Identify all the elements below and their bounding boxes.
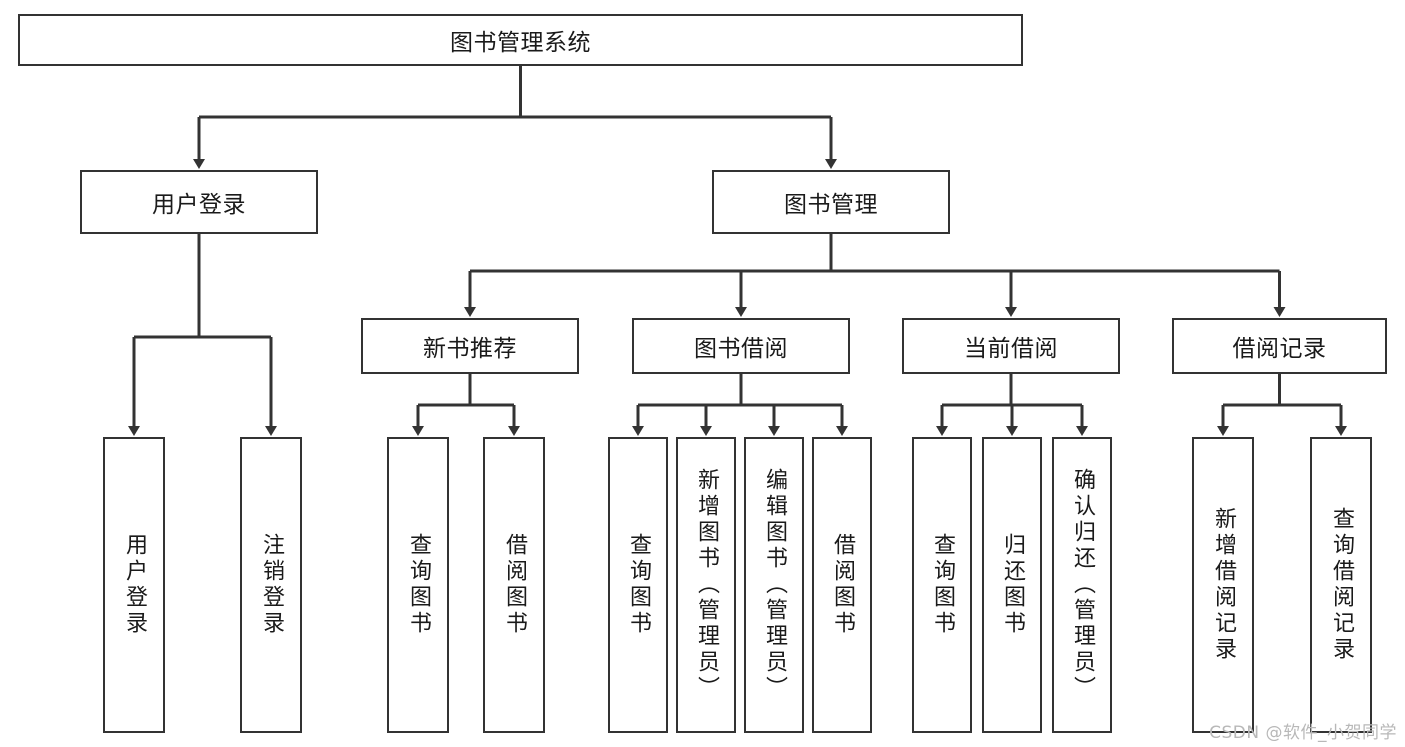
node-label: 查询图书 [626,533,651,637]
node-label: 归还图书 [1000,533,1025,637]
node-label: 新增借阅记录 [1211,507,1236,663]
node-label: 图书借阅 [694,336,788,362]
node-l12[interactable]: 新增借阅记录 [1192,437,1254,733]
node-label: 编辑图书（管理员） [762,468,787,702]
node-l7[interactable]: 编辑图书（管理员） [744,437,804,733]
node-label: 图书管理系统 [450,30,591,56]
node-label: 借阅图书 [502,533,527,637]
watermark: CSDN @软件_小贺同学 [1209,723,1397,743]
node-label: 确认归还（管理员） [1070,468,1095,702]
node-current[interactable]: 当前借阅 [902,318,1120,374]
node-l3[interactable]: 查询图书 [387,437,449,733]
node-l1[interactable]: 用户登录 [103,437,165,733]
node-login[interactable]: 用户登录 [80,170,318,234]
node-label: 用户登录 [152,192,246,218]
node-records[interactable]: 借阅记录 [1172,318,1387,374]
node-label: 借阅图书 [830,533,855,637]
node-label: 新增图书（管理员） [694,468,719,702]
node-l5[interactable]: 查询图书 [608,437,668,733]
node-l11[interactable]: 确认归还（管理员） [1052,437,1112,733]
node-l13[interactable]: 查询借阅记录 [1310,437,1372,733]
node-bookmgmt[interactable]: 图书管理 [712,170,950,234]
node-l9[interactable]: 查询图书 [912,437,972,733]
node-label: 借阅记录 [1232,336,1327,362]
node-l8[interactable]: 借阅图书 [812,437,872,733]
node-label: 用户登录 [122,533,147,637]
node-label: 查询图书 [406,533,431,637]
node-label: 当前借阅 [964,336,1058,362]
node-label: 新书推荐 [423,336,517,362]
node-label: 查询借阅记录 [1329,507,1354,663]
node-label: 查询图书 [930,533,955,637]
node-label: 注销登录 [259,533,284,637]
node-l10[interactable]: 归还图书 [982,437,1042,733]
node-l2[interactable]: 注销登录 [240,437,302,733]
node-newbook[interactable]: 新书推荐 [361,318,579,374]
node-root[interactable]: 图书管理系统 [18,14,1023,66]
node-l4[interactable]: 借阅图书 [483,437,545,733]
node-l6[interactable]: 新增图书（管理员） [676,437,736,733]
node-label: 图书管理 [784,192,878,218]
node-borrow[interactable]: 图书借阅 [632,318,850,374]
